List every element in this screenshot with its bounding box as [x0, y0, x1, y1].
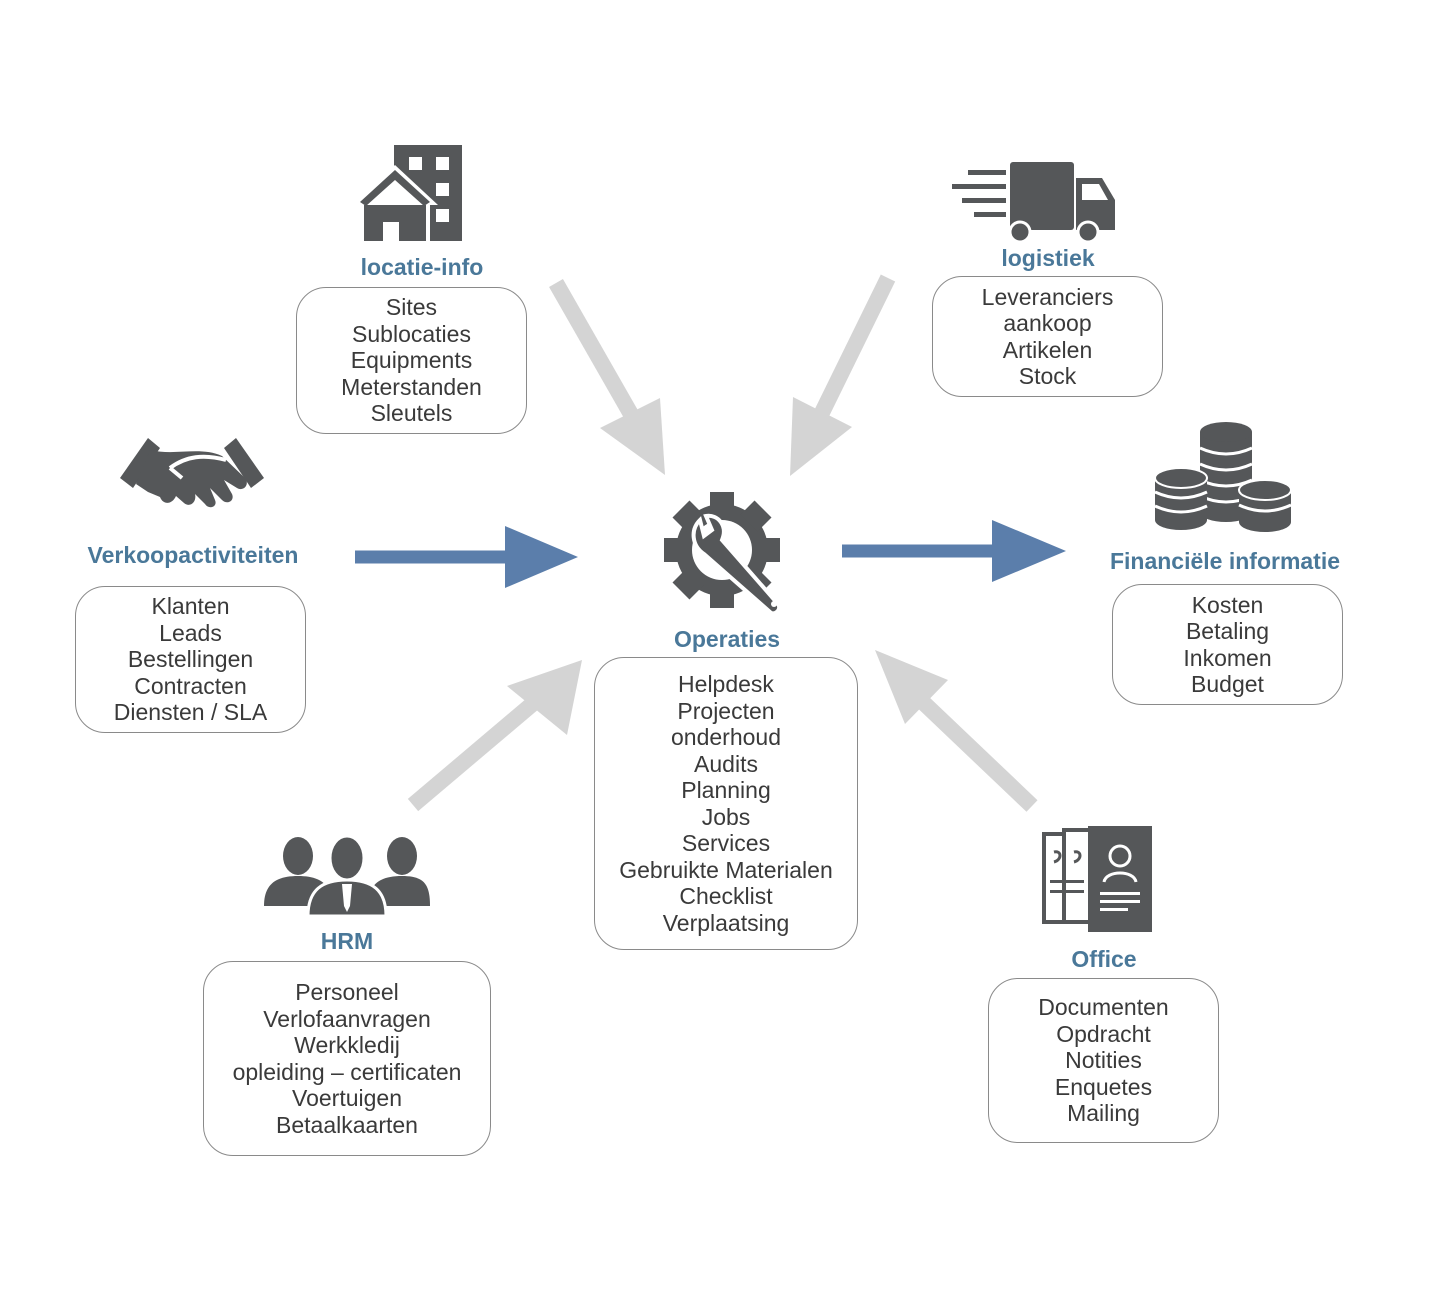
verkoop-item: Leads [159, 619, 222, 646]
arrow-office-to-operaties [875, 650, 1038, 812]
logistiek-item: aankoop [1003, 310, 1092, 336]
financieel-item: Kosten [1191, 591, 1264, 618]
logistiek-title: logistiek [1001, 245, 1095, 271]
operaties-item: Audits [694, 750, 758, 777]
handshake-icon [120, 438, 264, 508]
truck-icon [952, 162, 1115, 244]
arrow-verkoop-to-operaties [355, 526, 578, 588]
hrm-item: opleiding – certificaten [232, 1058, 462, 1085]
hrm-item: Werkkledij [294, 1032, 400, 1058]
coins-icon [1154, 422, 1292, 532]
office-title: Office [1071, 946, 1137, 972]
office-item: Opdracht [1056, 1020, 1151, 1047]
logistiek-item: Artikelen [1002, 336, 1093, 363]
office-item: Notities [1065, 1047, 1142, 1074]
verkoop-title: Verkoopactiviteiten [87, 542, 299, 568]
operaties-item: Checklist [679, 883, 773, 909]
logistiek-item: Stock [1018, 363, 1077, 389]
operaties-title: Operaties [673, 626, 781, 652]
hrm-item: Betaalkaarten [276, 1111, 418, 1138]
logistiek-item: Leveranciers [981, 283, 1114, 310]
financieel-title: Financiële informatie [1109, 548, 1341, 574]
verkoop-item: Bestellingen [127, 646, 254, 673]
locatie-title: locatie-info [360, 254, 484, 280]
financieel-item: Betaling [1185, 618, 1270, 644]
financieel-item: Inkomen [1183, 644, 1272, 671]
arrow-locatie-to-operaties [549, 279, 665, 475]
arrow-hrm-to-operaties [407, 660, 582, 812]
operaties-item: Jobs [701, 803, 751, 830]
operaties-item: Verplaatsing [662, 909, 790, 936]
locatie-item: Equipments [350, 347, 473, 374]
operaties-item: Planning [681, 777, 771, 803]
operaties-item: Services [681, 830, 771, 856]
hrm-item: Verlofaanvragen [263, 1005, 431, 1032]
building-icon [352, 145, 462, 241]
arrow-operaties-to-financieel [842, 520, 1066, 582]
office-item: Enquetes [1054, 1073, 1153, 1100]
hrm-item: Voertuigen [292, 1085, 402, 1111]
hrm-title: HRM [320, 928, 374, 954]
locatie-item: Sites [385, 294, 438, 321]
gear-wrench-icon [664, 492, 781, 616]
operaties-item: Helpdesk [678, 671, 774, 697]
documents-icon [1042, 826, 1152, 932]
office-item: Mailing [1067, 1100, 1140, 1127]
verkoop-item: Klanten [151, 593, 230, 620]
operaties-item: onderhoud [671, 724, 781, 750]
office-item: Documenten [1038, 994, 1169, 1021]
locatie-item: Meterstanden [341, 373, 482, 400]
operaties-item: Gebruikte Materialen [619, 856, 833, 883]
verkoop-item: Contracten [134, 672, 247, 699]
hrm-item: Personeel [295, 979, 399, 1005]
financieel-item: Budget [1191, 671, 1264, 697]
arrow-logistiek-to-operaties [790, 274, 896, 476]
operaties-item: Projecten [677, 697, 775, 724]
locatie-item: Sublocaties [352, 320, 471, 347]
verkoop-item: Diensten / SLA [113, 699, 268, 726]
locatie-item: Sleutels [370, 400, 453, 427]
people-icon [264, 834, 430, 918]
